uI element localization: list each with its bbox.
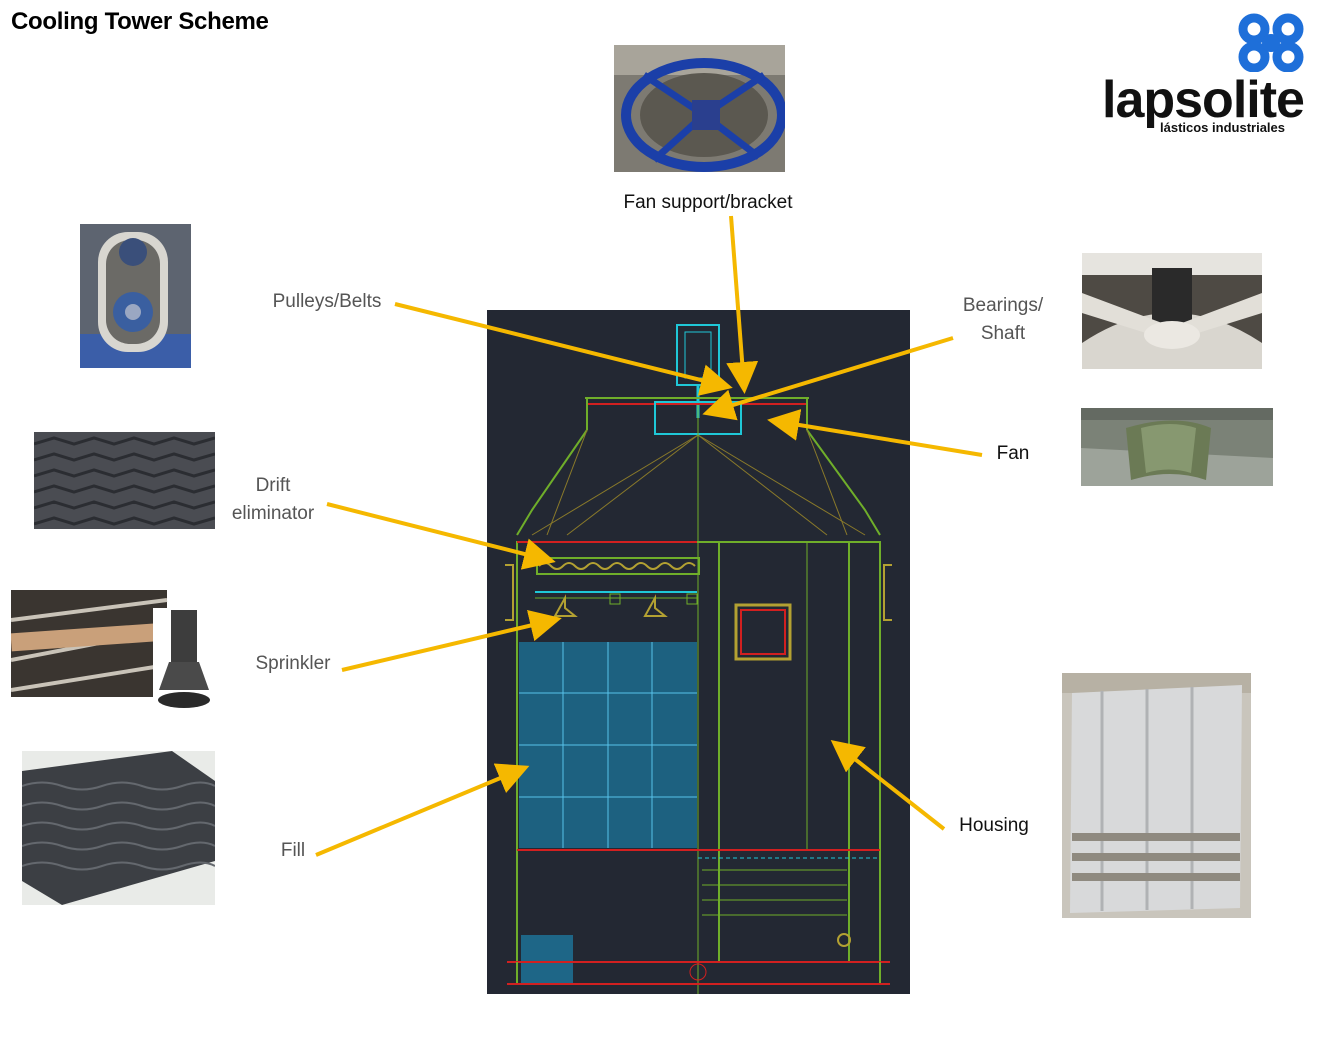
arrow-drift xyxy=(326,502,556,570)
label-drift-line1: Drift xyxy=(255,475,291,496)
drift-eliminator-photo xyxy=(34,432,215,529)
housing-photo xyxy=(1062,673,1251,918)
fan-support-photo xyxy=(614,45,785,172)
label-drift-line2: eliminator xyxy=(231,503,315,524)
arrow-fan xyxy=(767,409,983,457)
logo-tagline: lásticos industriales xyxy=(1160,120,1285,135)
sprinkler-photo xyxy=(11,590,215,716)
pulleys-photo xyxy=(80,224,191,368)
logo-mark-icon xyxy=(1238,13,1304,72)
label-drift-eliminator: Drift eliminator xyxy=(220,472,326,528)
label-bearings-line1: Bearings/ xyxy=(962,295,1044,316)
arrow-fan-support xyxy=(726,215,759,394)
page-title: Cooling Tower Scheme xyxy=(11,8,269,35)
fan-photo xyxy=(1081,408,1273,486)
arrow-housing xyxy=(830,740,946,831)
label-sprinkler: Sprinkler xyxy=(255,653,331,674)
label-fan: Fan xyxy=(996,443,1030,464)
label-bearings-line2: Shaft xyxy=(980,323,1026,344)
label-housing: Housing xyxy=(959,815,1029,836)
label-fan-support: Fan support/bracket xyxy=(623,192,793,213)
arrow-sprinkler xyxy=(341,609,562,672)
label-pulleys-belts: Pulleys/Belts xyxy=(272,291,382,312)
arrow-bearings xyxy=(702,336,954,421)
logo-wordmark: lapsolite xyxy=(1102,71,1305,129)
label-bearings: Bearings/ Shaft xyxy=(952,292,1054,348)
cooling-tower-drawing xyxy=(487,310,910,994)
fill-photo xyxy=(22,751,215,905)
arrow-pulleys xyxy=(394,302,733,396)
arrow-fill xyxy=(315,763,530,857)
label-fill: Fill xyxy=(280,840,306,861)
bearings-photo xyxy=(1082,253,1262,369)
